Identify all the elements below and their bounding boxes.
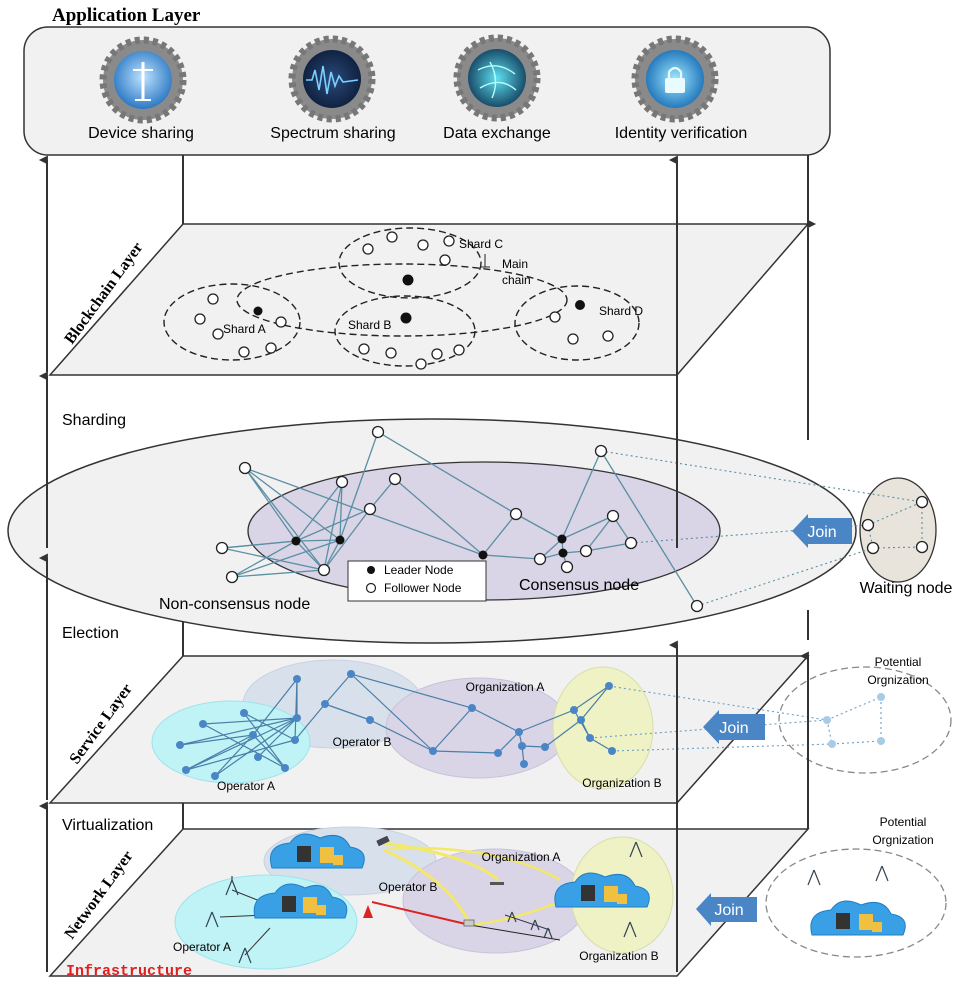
shard-ellipses [163,227,640,367]
service-operator-b-label: Operator B [333,735,392,749]
service-potential-label-line1: Potential [875,655,922,669]
network-join-label: Join [714,902,743,919]
infrastructure-label: Infrastructure [66,963,192,980]
network-join-arrow [696,893,757,926]
cloud-server-icon [270,833,365,869]
service-potential-label-line2: Orgnization [867,673,928,687]
cloud-server-icon [554,872,650,908]
service-label-identity: Identity verification [615,125,748,142]
shard-d-label: Shard D [599,304,643,318]
sharding-label: Sharding [62,412,126,429]
shard-b-label: Shard B [348,318,391,332]
consensus-label: Consensus node [519,577,639,594]
base-station-icons [205,841,889,964]
net-operator-b-label: Operator B [379,880,438,894]
service-join-label: Join [719,720,748,737]
data-network-icon [453,34,541,122]
main-chain-label-line1: Main [502,257,528,271]
layer-connector-lines [38,155,817,972]
service-join-links [589,685,882,752]
service-org-b-label: Organization B [582,776,661,790]
vehicle-icon [463,919,475,927]
consensus-edges [221,431,698,607]
cloud-server-icon [253,883,348,919]
shard-c-ellipse [338,227,482,299]
service-label-device: Device sharing [88,125,194,142]
cell-tower-icon [99,36,187,124]
legend-follower-label: Follower Node [384,581,462,595]
main-chain-ellipse [236,263,568,337]
shard-leader-nodes [253,274,585,324]
waiting-join-links [600,450,923,607]
shard-c-label: Shard C [459,237,503,251]
shard-d-ellipse [514,285,640,361]
potential-service-nodes [823,693,885,748]
service-label-data: Data exchange [443,125,551,142]
net-potential-label-line2: Orgnization [872,833,933,847]
spectrum-wave-icon [288,35,376,123]
shard-a-label: Shard A [223,322,266,336]
blockchain-layer-plane [48,223,810,376]
net-operator-a-label: Operator A [173,940,231,954]
shard-follower-nodes [194,231,614,370]
cloud-server-icon [810,900,906,936]
virtualization-label: Virtualization [62,817,153,834]
consensus-join-arrow [792,514,852,548]
security-lock-icon [631,35,719,123]
application-layer-box [23,26,831,156]
service-nodes [176,670,616,780]
satellite-icon [376,835,390,847]
shard-b-ellipse [334,295,476,367]
organization-b-region [552,666,654,790]
net-potential-label-line1: Potential [880,815,927,829]
service-label-spectrum: Spectrum sharing [270,125,395,142]
shard-a-ellipse [163,283,301,361]
legend-leader-label: Leader Node [384,563,454,577]
leader-nodes [291,534,568,560]
election-label: Election [62,625,119,642]
service-operator-a-label: Operator A [217,779,275,793]
potential-organization-region [778,666,952,774]
drone-icon [490,882,504,885]
net-org-b-label: Organization B [579,949,658,963]
follower-nodes [215,425,929,613]
network-links [219,841,576,956]
operator-a-region [151,700,311,784]
non-consensus-label: Non-consensus node [159,596,310,613]
service-join-arrow [703,710,765,744]
net-org-a-label: Organization A [482,850,561,864]
red-antenna-icon [363,905,373,918]
main-chain-label-line2: chain [502,273,531,287]
net-operator-a-region [174,874,358,970]
service-org-a-label: Organization A [466,680,545,694]
node-legend [347,560,487,602]
waiting-node-label: Waiting node [860,580,953,597]
consensus-join-label: Join [807,524,836,541]
application-layer-title: Application Layer [52,5,201,26]
